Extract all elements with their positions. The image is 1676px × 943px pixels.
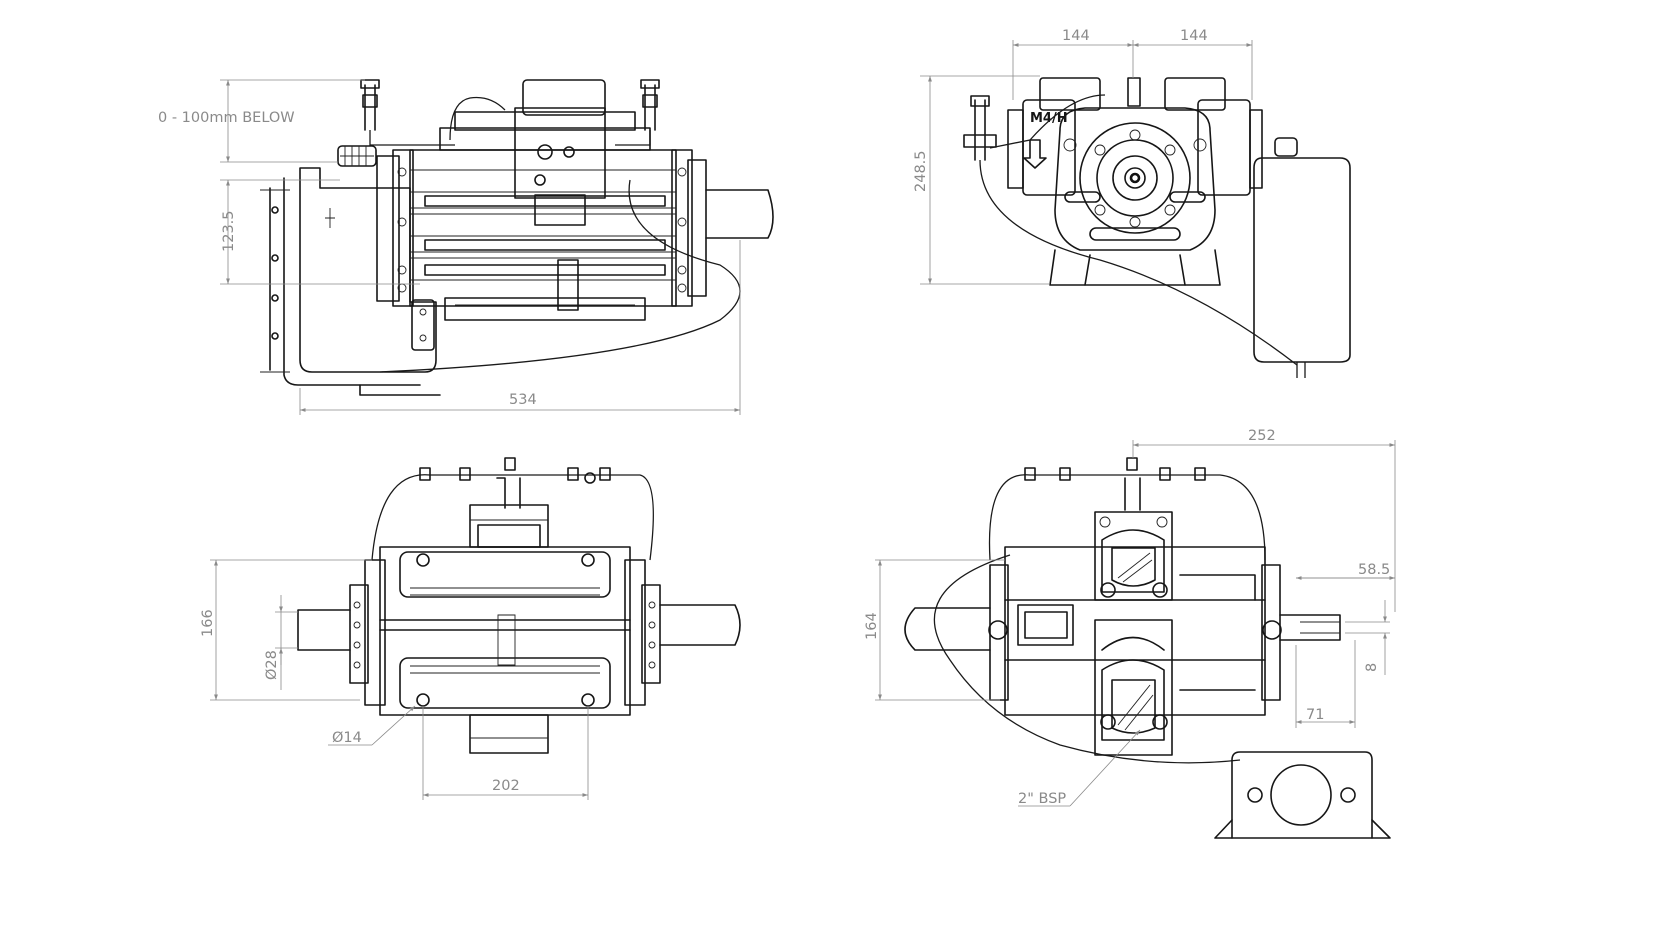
end-view: M4/H	[963, 77, 1351, 378]
side-view-dimensions: 0 - 100mm BELOW 123.5 534	[158, 79, 741, 415]
below-range-label: 0 - 100mm BELOW	[158, 110, 295, 126]
body-height-166-label: 166	[200, 609, 216, 637]
plan-view-dimensions: 166 Ø28 Ø14 202	[200, 559, 589, 800]
shaft-dia-label: Ø28	[264, 650, 280, 680]
key-width-8-label: 8	[1364, 663, 1380, 672]
plan-view-ports-dimensions: 252 58.5 164 8 71 2" BSP	[864, 428, 1396, 807]
height-123-5-label: 123.5	[221, 210, 237, 252]
body-height-164-label: 164	[864, 612, 880, 640]
height-248-5-label: 248.5	[913, 150, 929, 192]
shaft-offset-71-label: 71	[1306, 707, 1324, 723]
hole-spacing-202-label: 202	[492, 778, 520, 794]
width-252-label: 252	[1248, 428, 1276, 444]
half-width-right-label: 144	[1180, 28, 1208, 44]
side-elevation-view	[260, 79, 774, 396]
hole-dia-label: Ø14	[332, 730, 362, 746]
model-plate-text: M4/H	[1030, 111, 1068, 126]
plan-view	[297, 457, 741, 754]
port-thread-label: 2" BSP	[1018, 791, 1066, 807]
end-view-dimensions: 144 144 248.5	[913, 28, 1253, 285]
plan-view-ports	[904, 457, 1391, 839]
half-width-left-label: 144	[1062, 28, 1090, 44]
shaft-ext-58-5-label: 58.5	[1358, 562, 1390, 578]
length-534-label: 534	[509, 392, 537, 408]
